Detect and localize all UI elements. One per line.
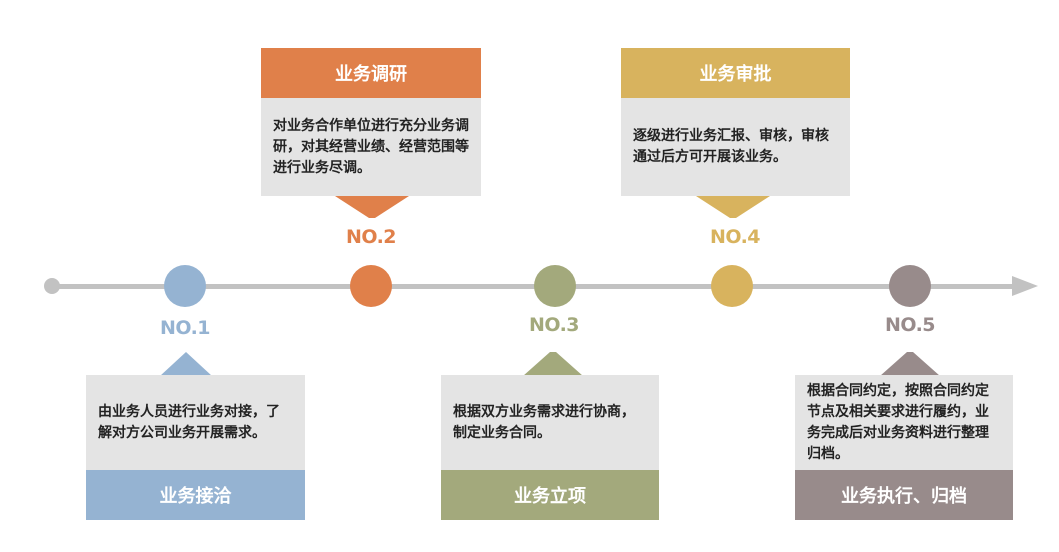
step-1-pointer [160,352,212,376]
step-4-number: NO.4 [709,226,761,248]
step-2-pointer [335,196,409,218]
step-4-description: 逐级进行业务汇报、审核，审核通过后方可开展该业务。 [621,98,850,196]
step-3-number: NO.3 [528,314,580,336]
step-3-pointer [523,352,583,376]
step-3-title: 业务立项 [441,470,659,520]
step-3-description: 根据双方业务需求进行协商，制定业务合同。 [441,375,659,470]
step-2-node [350,265,392,307]
step-4-node [711,265,753,307]
step-5-node [889,265,931,307]
step-2-description: 对业务合作单位进行充分业务调研，对其经营业绩、经营范围等进行业务尽调。 [261,98,481,196]
step-1-title: 业务接洽 [86,470,305,520]
step-1-node [164,265,206,307]
timeline-arrow-icon [1012,276,1038,296]
step-5-description: 根据合同约定，按照合同约定节点及相关要求进行履约，业务完成后对业务资料进行整理归… [795,375,1013,470]
step-5-title: 业务执行、归档 [795,470,1013,520]
step-4-title: 业务审批 [621,48,850,98]
step-5-pointer [880,352,940,376]
step-5-number: NO.5 [884,314,936,336]
step-2-title: 业务调研 [261,48,481,98]
step-3-node [534,265,576,307]
timeline-start-dot [44,278,60,294]
step-4-pointer [696,196,770,218]
step-2-number: NO.2 [345,226,397,248]
step-1-number: NO.1 [159,317,211,339]
step-1-description: 由业务人员进行业务对接，了解对方公司业务开展需求。 [86,375,305,470]
